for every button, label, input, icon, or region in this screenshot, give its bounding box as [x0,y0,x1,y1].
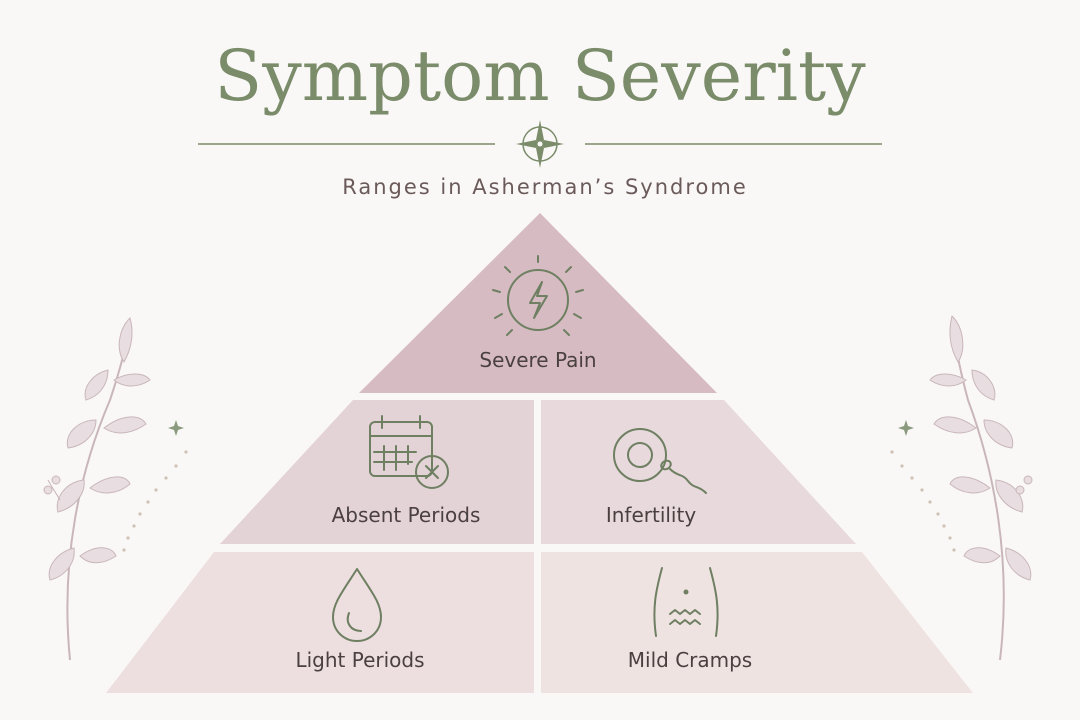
tier-label-mild-cramps: Mild Cramps [628,648,752,672]
lightning-bolt-icon [492,255,584,336]
pyramid-tier-bottom-right [541,552,973,693]
compass-star-icon [516,120,564,168]
pyramid-tier-bottom-left [106,552,534,693]
abdomen-cramps-icon [653,567,719,637]
leafy-branch-icon [43,317,188,661]
pyramid-tier-middle-left [220,400,534,544]
droplet-icon [332,568,382,642]
tier-label-infertility: Infertility [606,503,696,527]
tier-label-severe-pain: Severe Pain [479,348,596,372]
page-title: Symptom Severity [214,35,866,117]
pyramid-tier-middle-right [541,400,856,544]
tier-label-absent-periods: Absent Periods [332,503,481,527]
tier-label-light-periods: Light Periods [295,648,424,672]
leafy-branch-icon [890,315,1033,661]
pyramid [106,213,973,693]
calendar-x-icon [369,415,449,489]
title-divider [198,120,882,168]
egg-sperm-icon [613,428,707,494]
subtitle: Ranges in Asherman’s Syndrome [342,175,748,199]
